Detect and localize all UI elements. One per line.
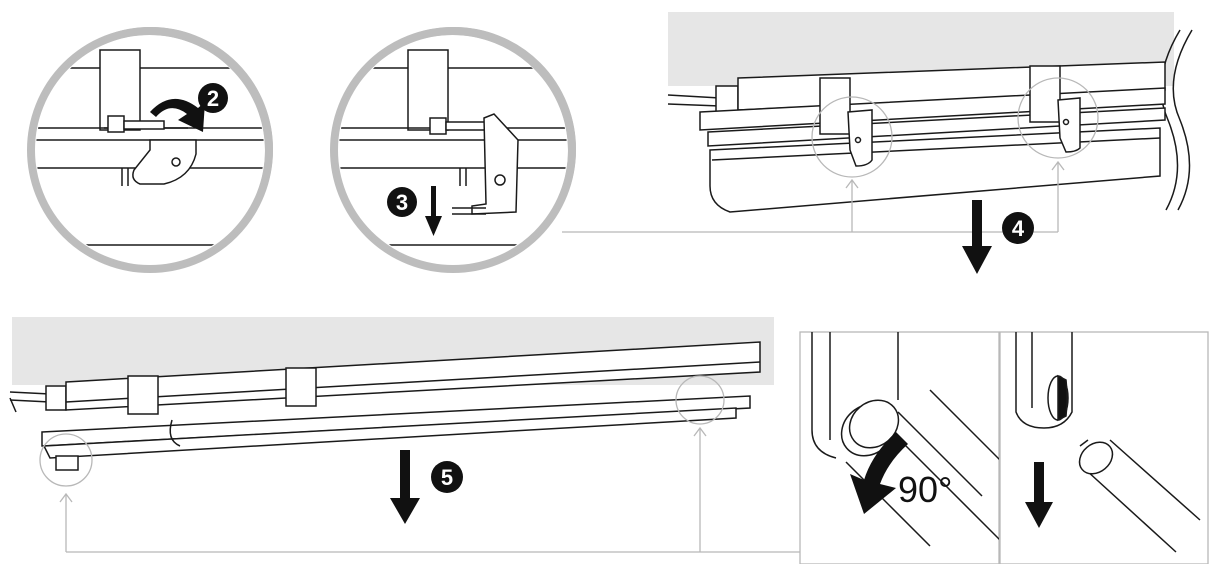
step3-badge: 3 (387, 187, 417, 217)
step5-badge: 5 (431, 461, 463, 493)
fixture-top-view: 4 (562, 12, 1193, 274)
callout-circle-right (1017, 77, 1099, 159)
down-arrow-icon (962, 200, 992, 274)
callout-circle-left (811, 96, 893, 178)
rotation-degree-label: 90° (898, 469, 952, 510)
detail-circle-step2: 2 (27, 27, 273, 273)
tube-remove-panel (999, 331, 1209, 564)
svg-text:5: 5 (441, 465, 453, 490)
step4-badge: 4 (1002, 212, 1034, 244)
down-arrow-icon (1025, 462, 1053, 528)
svg-text:2: 2 (207, 86, 219, 111)
detail-circle-step3: 3 (330, 27, 576, 273)
rotate-arrow-icon (150, 98, 205, 132)
down-arrow-icon (390, 450, 420, 524)
callout-circle-bottom-right (675, 375, 725, 425)
svg-text:3: 3 (396, 190, 408, 215)
svg-text:4: 4 (1012, 216, 1025, 241)
callout-circle-bottom-left (39, 433, 93, 487)
down-arrow-icon (425, 186, 442, 236)
fixture-bottom-view: 5 (9, 317, 800, 553)
step2-badge: 2 (198, 83, 228, 113)
rotate-arrow-icon (850, 432, 908, 514)
tube-rotate-panel: 90° (799, 331, 1000, 564)
